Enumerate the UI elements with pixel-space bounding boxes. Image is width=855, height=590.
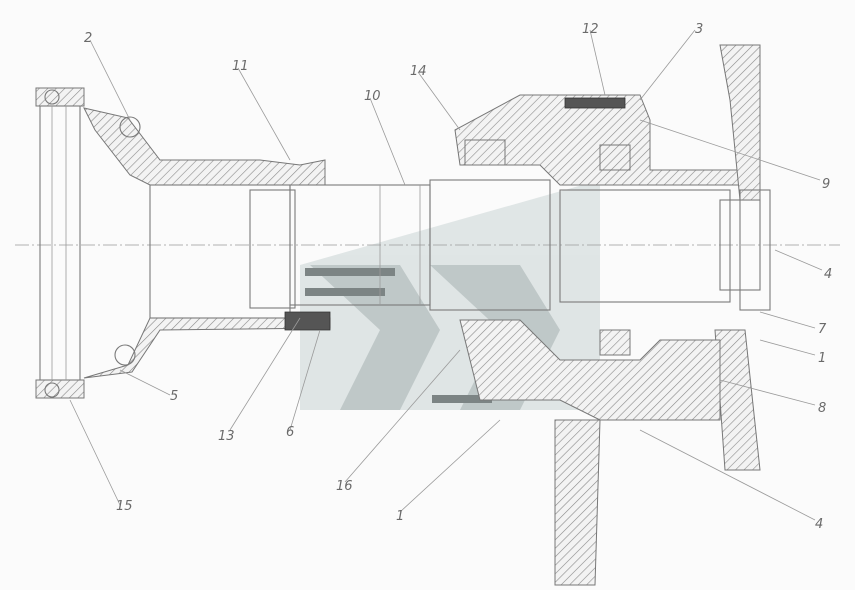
bottom-housing <box>284 311 721 586</box>
callout-1-right: 1 <box>818 351 826 366</box>
right-flange <box>714 44 771 471</box>
callout-14: 14 <box>410 64 427 79</box>
coupling-body <box>83 107 331 379</box>
leader-lines <box>69 29 823 521</box>
top-housing <box>454 94 761 186</box>
callout-labels: 2 11 10 14 12 3 9 4 7 1 8 5 15 13 6 16 1… <box>84 22 832 532</box>
callout-4: 4 <box>824 267 832 282</box>
callout-9: 9 <box>822 177 830 192</box>
callout-15: 15 <box>116 499 133 514</box>
callout-4-bottom: 4 <box>815 517 823 532</box>
callout-1-bottom: 1 <box>396 509 404 524</box>
callout-10: 10 <box>364 89 381 104</box>
callout-5: 5 <box>170 389 178 404</box>
callout-13: 13 <box>218 429 235 444</box>
callout-3: 3 <box>695 22 703 37</box>
callout-12: 12 <box>582 22 599 37</box>
callout-8: 8 <box>818 401 826 416</box>
callout-16: 16 <box>336 479 353 494</box>
callout-6: 6 <box>286 425 294 440</box>
callout-2-top: 2 <box>84 31 92 46</box>
callout-11: 11 <box>232 59 249 74</box>
callout-7: 7 <box>818 322 827 337</box>
left-flange <box>35 87 85 399</box>
